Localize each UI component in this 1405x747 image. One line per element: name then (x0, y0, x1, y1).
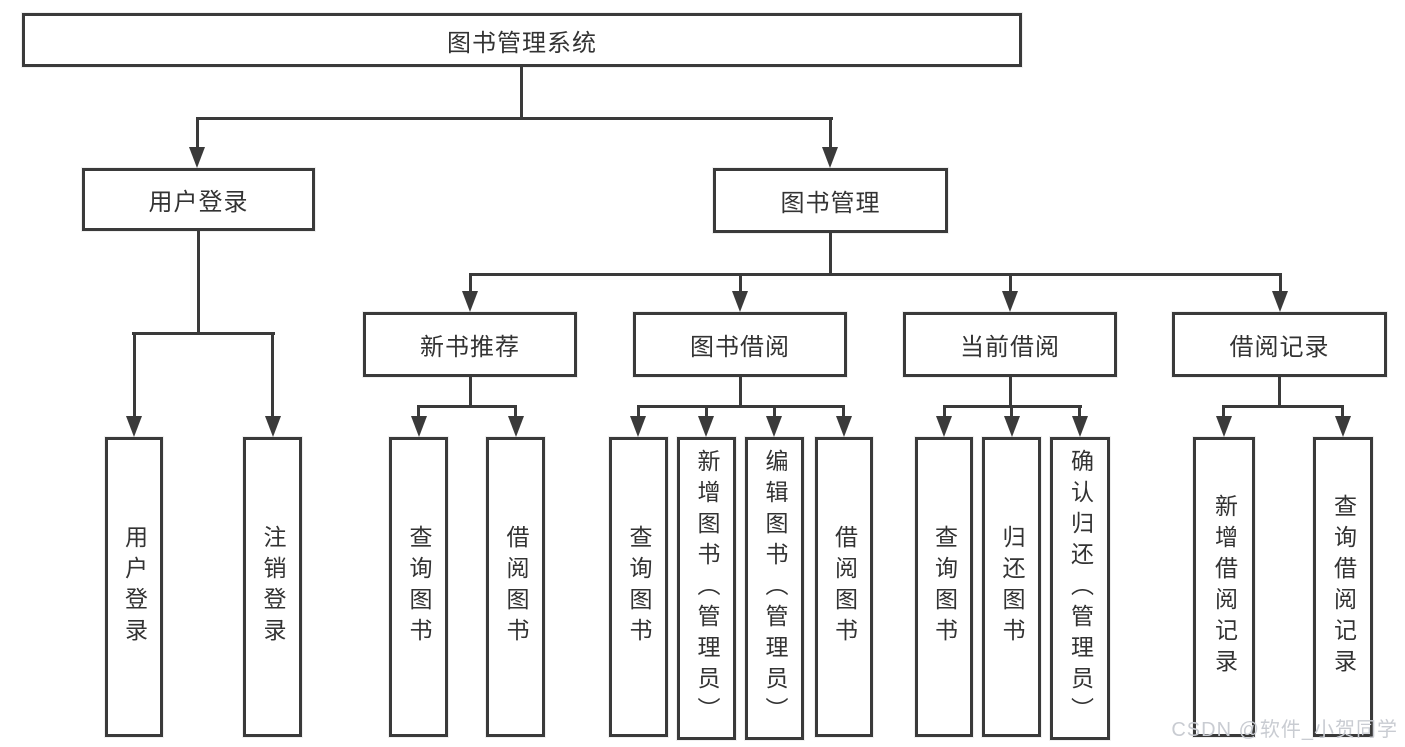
connector (773, 405, 776, 419)
node-root: 图书管理系统 (22, 13, 1022, 67)
arrowhead-icon (1272, 291, 1288, 312)
arrowhead-icon (1216, 416, 1232, 437)
connector (520, 67, 523, 120)
connector (514, 405, 517, 419)
arrowhead-icon (836, 416, 852, 437)
connector (196, 117, 833, 120)
arrowhead-icon (126, 416, 142, 437)
arrowhead-icon (1335, 416, 1351, 437)
arrowhead-icon (822, 147, 838, 168)
connector (133, 332, 136, 418)
connector (943, 405, 946, 419)
connector (417, 405, 517, 408)
arrowhead-icon (1002, 291, 1018, 312)
connector (469, 273, 1281, 276)
connector (829, 231, 832, 276)
leaf-query-books-borrow: 查询图书 (609, 437, 668, 737)
arrowhead-icon (189, 147, 205, 168)
node-new-book-recommend: 新书推荐 (363, 312, 577, 377)
node-borrow-records: 借阅记录 (1172, 312, 1387, 377)
connector (271, 332, 274, 418)
leaf-edit-books-admin: 编辑图书（管理员） (745, 437, 804, 740)
arrowhead-icon (698, 416, 714, 437)
connector (132, 332, 275, 335)
watermark: CSDN @软件_小贺同学 (1171, 719, 1398, 741)
connector (1222, 405, 1344, 408)
arrowhead-icon (508, 416, 524, 437)
connector (469, 273, 472, 293)
arrowhead-icon (630, 416, 646, 437)
leaf-add-books-admin: 新增图书（管理员） (677, 437, 736, 740)
connector (1341, 405, 1344, 419)
connector (1009, 375, 1012, 407)
leaf-borrow-books: 借阅图书 (815, 437, 873, 737)
node-book-borrow: 图书借阅 (633, 312, 847, 377)
leaf-query-books-recommend: 查询图书 (389, 437, 448, 737)
leaf-return-books: 归还图书 (982, 437, 1041, 737)
arrowhead-icon (732, 291, 748, 312)
connector (197, 229, 200, 334)
connector (469, 375, 472, 407)
connector (739, 375, 742, 407)
arrowhead-icon (936, 416, 952, 437)
leaf-add-borrow-record: 新增借阅记录 (1193, 437, 1255, 737)
arrowhead-icon (1004, 416, 1020, 437)
leaf-logout: 注销登录 (243, 437, 302, 737)
connector (829, 117, 832, 149)
arrowhead-icon (1072, 416, 1088, 437)
connector (1010, 405, 1013, 419)
connector (1222, 405, 1225, 419)
connector (1078, 405, 1081, 419)
connector (637, 405, 640, 419)
arrowhead-icon (462, 291, 478, 312)
connector (1278, 375, 1281, 407)
leaf-query-borrow-record: 查询借阅记录 (1313, 437, 1373, 737)
leaf-borrow-books-recommend: 借阅图书 (486, 437, 545, 737)
connector (1009, 273, 1012, 293)
arrowhead-icon (411, 416, 427, 437)
connector (739, 273, 742, 293)
connector (417, 405, 420, 419)
leaf-confirm-return-admin: 确认归还（管理员） (1050, 437, 1110, 740)
node-user-login: 用户登录 (82, 168, 315, 231)
leaf-user-login: 用户登录 (105, 437, 163, 737)
connector (1279, 273, 1282, 293)
connector (196, 117, 199, 149)
arrowhead-icon (766, 416, 782, 437)
connector (705, 405, 708, 419)
connector (842, 405, 845, 419)
node-current-borrow: 当前借阅 (903, 312, 1117, 377)
connector (637, 405, 845, 408)
node-book-management: 图书管理 (713, 168, 948, 233)
leaf-query-books-current: 查询图书 (915, 437, 973, 737)
arrowhead-icon (265, 416, 281, 437)
